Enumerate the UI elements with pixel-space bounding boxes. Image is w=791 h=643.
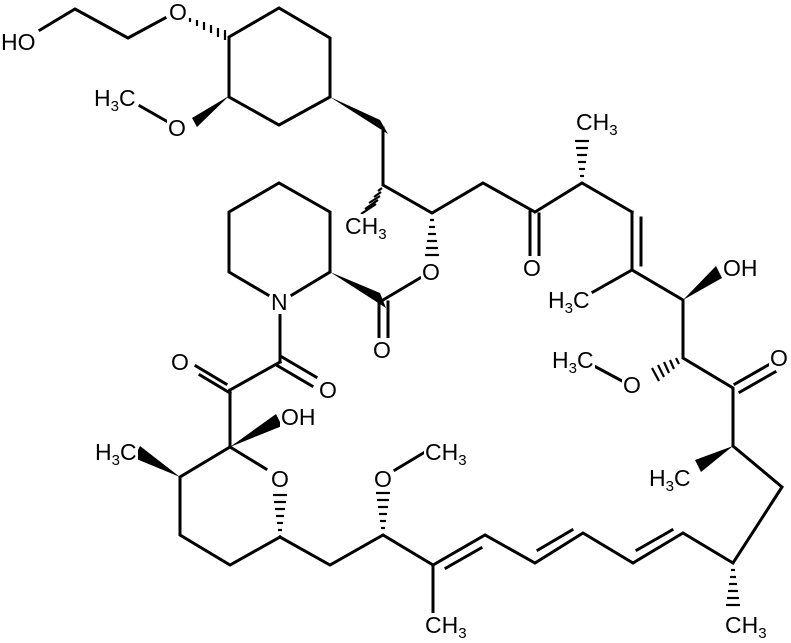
methyl-label-methoxy-bottom: CH3 [424,439,468,469]
ester-carbonyl-oxygen-label: O [372,337,392,363]
methyl-label-right-lower: H3C [648,465,692,495]
methoxy-oxygen-label-right: O [622,372,642,398]
methyl-label-pyran: H3C [94,439,138,469]
hydroxyl-label: HO [0,29,37,55]
ketone-oxygen-label: O [522,255,542,281]
diketo-oxygen-label-left: O [170,349,190,375]
methyl-label-top: CH3 [575,109,619,139]
ether-oxygen-label: O [168,0,188,25]
methyl-label-branch: CH3 [344,213,388,243]
methyl-label-bottom-mid: CH3 [424,612,468,642]
pyran-oxygen-label: O [270,466,290,492]
methoxy-oxygen-label: O [167,115,187,141]
ester-ring-oxygen-label: O [421,259,441,285]
diketo-oxygen-label-right: O [318,377,338,403]
methyl-label-ring-methoxy: H3C [93,85,137,115]
ketone-oxygen-label-right: O [769,345,789,371]
piperidine-nitrogen-label: N [270,289,289,315]
hemiketal-hydroxyl-label: OH [280,404,317,430]
methyl-label-bottom-right: CH3 [724,612,768,642]
methoxy-oxygen-label-bottom: O [373,466,393,492]
hydroxyl-label-right: OH [722,255,759,281]
methyl-label-vinyl: H3C [547,287,591,317]
methyl-label-methoxy-right: H3C [551,347,595,377]
